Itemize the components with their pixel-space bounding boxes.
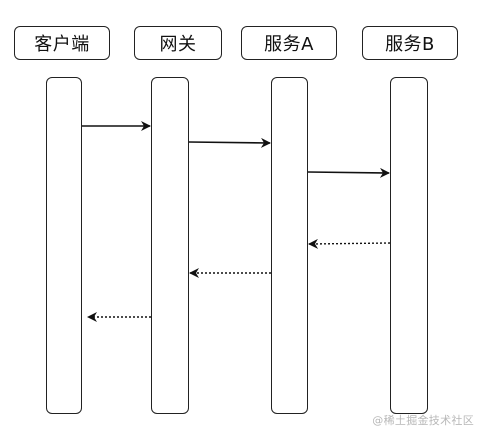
message-gateway-to-service-a (188, 137, 271, 148)
message-service-a-to-service-b (307, 167, 390, 178)
lifeline-client (46, 77, 82, 414)
participant-service-a: 服务A (241, 26, 337, 60)
participant-service-b: 服务B (362, 26, 458, 60)
lifeline-gateway (151, 77, 189, 414)
lifeline-service-b (390, 77, 428, 414)
participant-client: 客户端 (14, 26, 110, 60)
participant-gateway: 网关 (134, 26, 222, 60)
watermark: @稀土掘金技术社区 (372, 414, 474, 427)
message-service-b-to-service-a (308, 238, 391, 249)
lifeline-service-a (271, 77, 308, 414)
